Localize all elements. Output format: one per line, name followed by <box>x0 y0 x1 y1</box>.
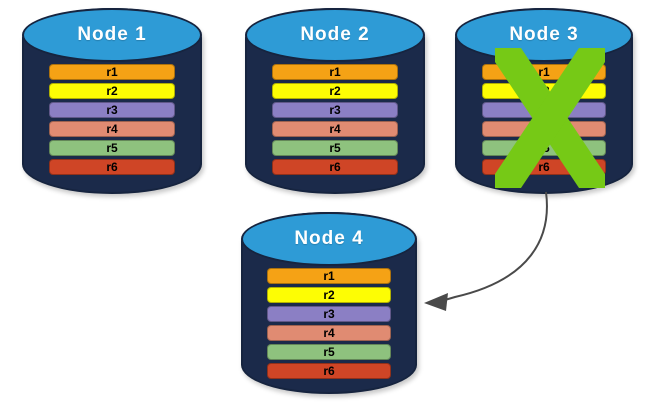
node-4-row-r4[interactable]: r4 <box>267 325 391 341</box>
node-4-title: Node 4 <box>294 228 364 249</box>
node-4-row-r1[interactable]: r1 <box>267 268 391 284</box>
node-1-row-list: r1 r2 r3 r4 r5 r6 <box>22 64 202 175</box>
node-1-row-r6-label: r6 <box>106 160 118 174</box>
node-2-title: Node 2 <box>300 24 370 45</box>
node-4-cylinder-top: Node 4 <box>241 212 417 266</box>
node-3-row-r2[interactable]: r2 <box>481 83 607 99</box>
node-1-row-r6[interactable]: r6 <box>49 159 175 175</box>
node-3-row-r4[interactable]: r4 <box>481 121 607 137</box>
node-2-row-r4[interactable]: r4 <box>272 121 398 137</box>
node-4-row-r1-label: r1 <box>323 269 335 283</box>
node-1-title: Node 1 <box>77 24 147 45</box>
node-4-row-r3[interactable]: r3 <box>267 306 391 322</box>
node-2-row-r4-label: r4 <box>329 122 341 136</box>
node-3-row-r6[interactable]: r6 <box>481 159 607 175</box>
node-2-row-r5[interactable]: r5 <box>272 140 398 156</box>
node-3-row-list: r1 r2 r3 r4 r5 r6 <box>455 64 633 175</box>
node-2[interactable]: Node 2 r1 r2 r3 r4 r5 r6 <box>245 8 425 194</box>
node-1-row-r3[interactable]: r3 <box>49 102 175 118</box>
node-3-row-r4-label: r4 <box>538 122 550 136</box>
node-2-row-list: r1 r2 r3 r4 r5 r6 <box>245 64 425 175</box>
node-1-row-r2[interactable]: r2 <box>49 83 175 99</box>
node-4-row-r6[interactable]: r6 <box>267 363 391 379</box>
node-4-row-r5-label: r5 <box>323 345 335 359</box>
node-2-row-r2[interactable]: r2 <box>272 83 398 99</box>
node-2-row-r1-label: r1 <box>329 65 341 79</box>
node-4[interactable]: Node 4 r1 r2 r3 r4 r5 r6 <box>241 212 417 394</box>
node-1-row-r4[interactable]: r4 <box>49 121 175 137</box>
node-1-row-r5-label: r5 <box>106 141 118 155</box>
node-2-row-r5-label: r5 <box>329 141 341 155</box>
node-4-row-r5[interactable]: r5 <box>267 344 391 360</box>
node-4-row-r4-label: r4 <box>323 326 335 340</box>
node-3-row-r5[interactable]: r5 <box>481 140 607 156</box>
node-1-row-r5[interactable]: r5 <box>49 140 175 156</box>
node-3-row-r3[interactable]: r3 <box>481 102 607 118</box>
node-3-cylinder-top: Node 3 <box>455 8 633 62</box>
node-1-row-r4-label: r4 <box>106 122 118 136</box>
node-1-row-r2-label: r2 <box>106 84 118 98</box>
node-3-row-r6-label: r6 <box>538 160 550 174</box>
node-3-row-r1[interactable]: r1 <box>481 64 607 80</box>
node-3-row-r3-label: r3 <box>538 103 550 117</box>
node-3-row-r5-label: r5 <box>538 141 550 155</box>
node-2-row-r1[interactable]: r1 <box>272 64 398 80</box>
node-1-cylinder-top: Node 1 <box>22 8 202 62</box>
node-4-row-r2[interactable]: r2 <box>267 287 391 303</box>
node-3-row-r2-label: r2 <box>538 84 550 98</box>
node-1-row-r1[interactable]: r1 <box>49 64 175 80</box>
node-4-row-r3-label: r3 <box>323 307 335 321</box>
node-1-row-r3-label: r3 <box>106 103 118 117</box>
node-2-cylinder-top: Node 2 <box>245 8 425 62</box>
node-3[interactable]: Node 3 r1 r2 r3 r4 r5 r6 <box>455 8 633 194</box>
node-2-row-r3-label: r3 <box>329 103 341 117</box>
node-2-row-r6-label: r6 <box>329 160 341 174</box>
node-3-row-r1-label: r1 <box>538 65 550 79</box>
node-1[interactable]: Node 1 r1 r2 r3 r4 r5 r6 <box>22 8 202 194</box>
node-4-row-r2-label: r2 <box>323 288 335 302</box>
node-2-row-r3[interactable]: r3 <box>272 102 398 118</box>
node-4-row-list: r1 r2 r3 r4 r5 r6 <box>241 268 417 379</box>
node-2-row-r2-label: r2 <box>329 84 341 98</box>
node-3-title: Node 3 <box>509 24 579 45</box>
node-4-row-r6-label: r6 <box>323 364 335 378</box>
node-1-row-r1-label: r1 <box>106 65 118 79</box>
node-2-row-r6[interactable]: r6 <box>272 159 398 175</box>
